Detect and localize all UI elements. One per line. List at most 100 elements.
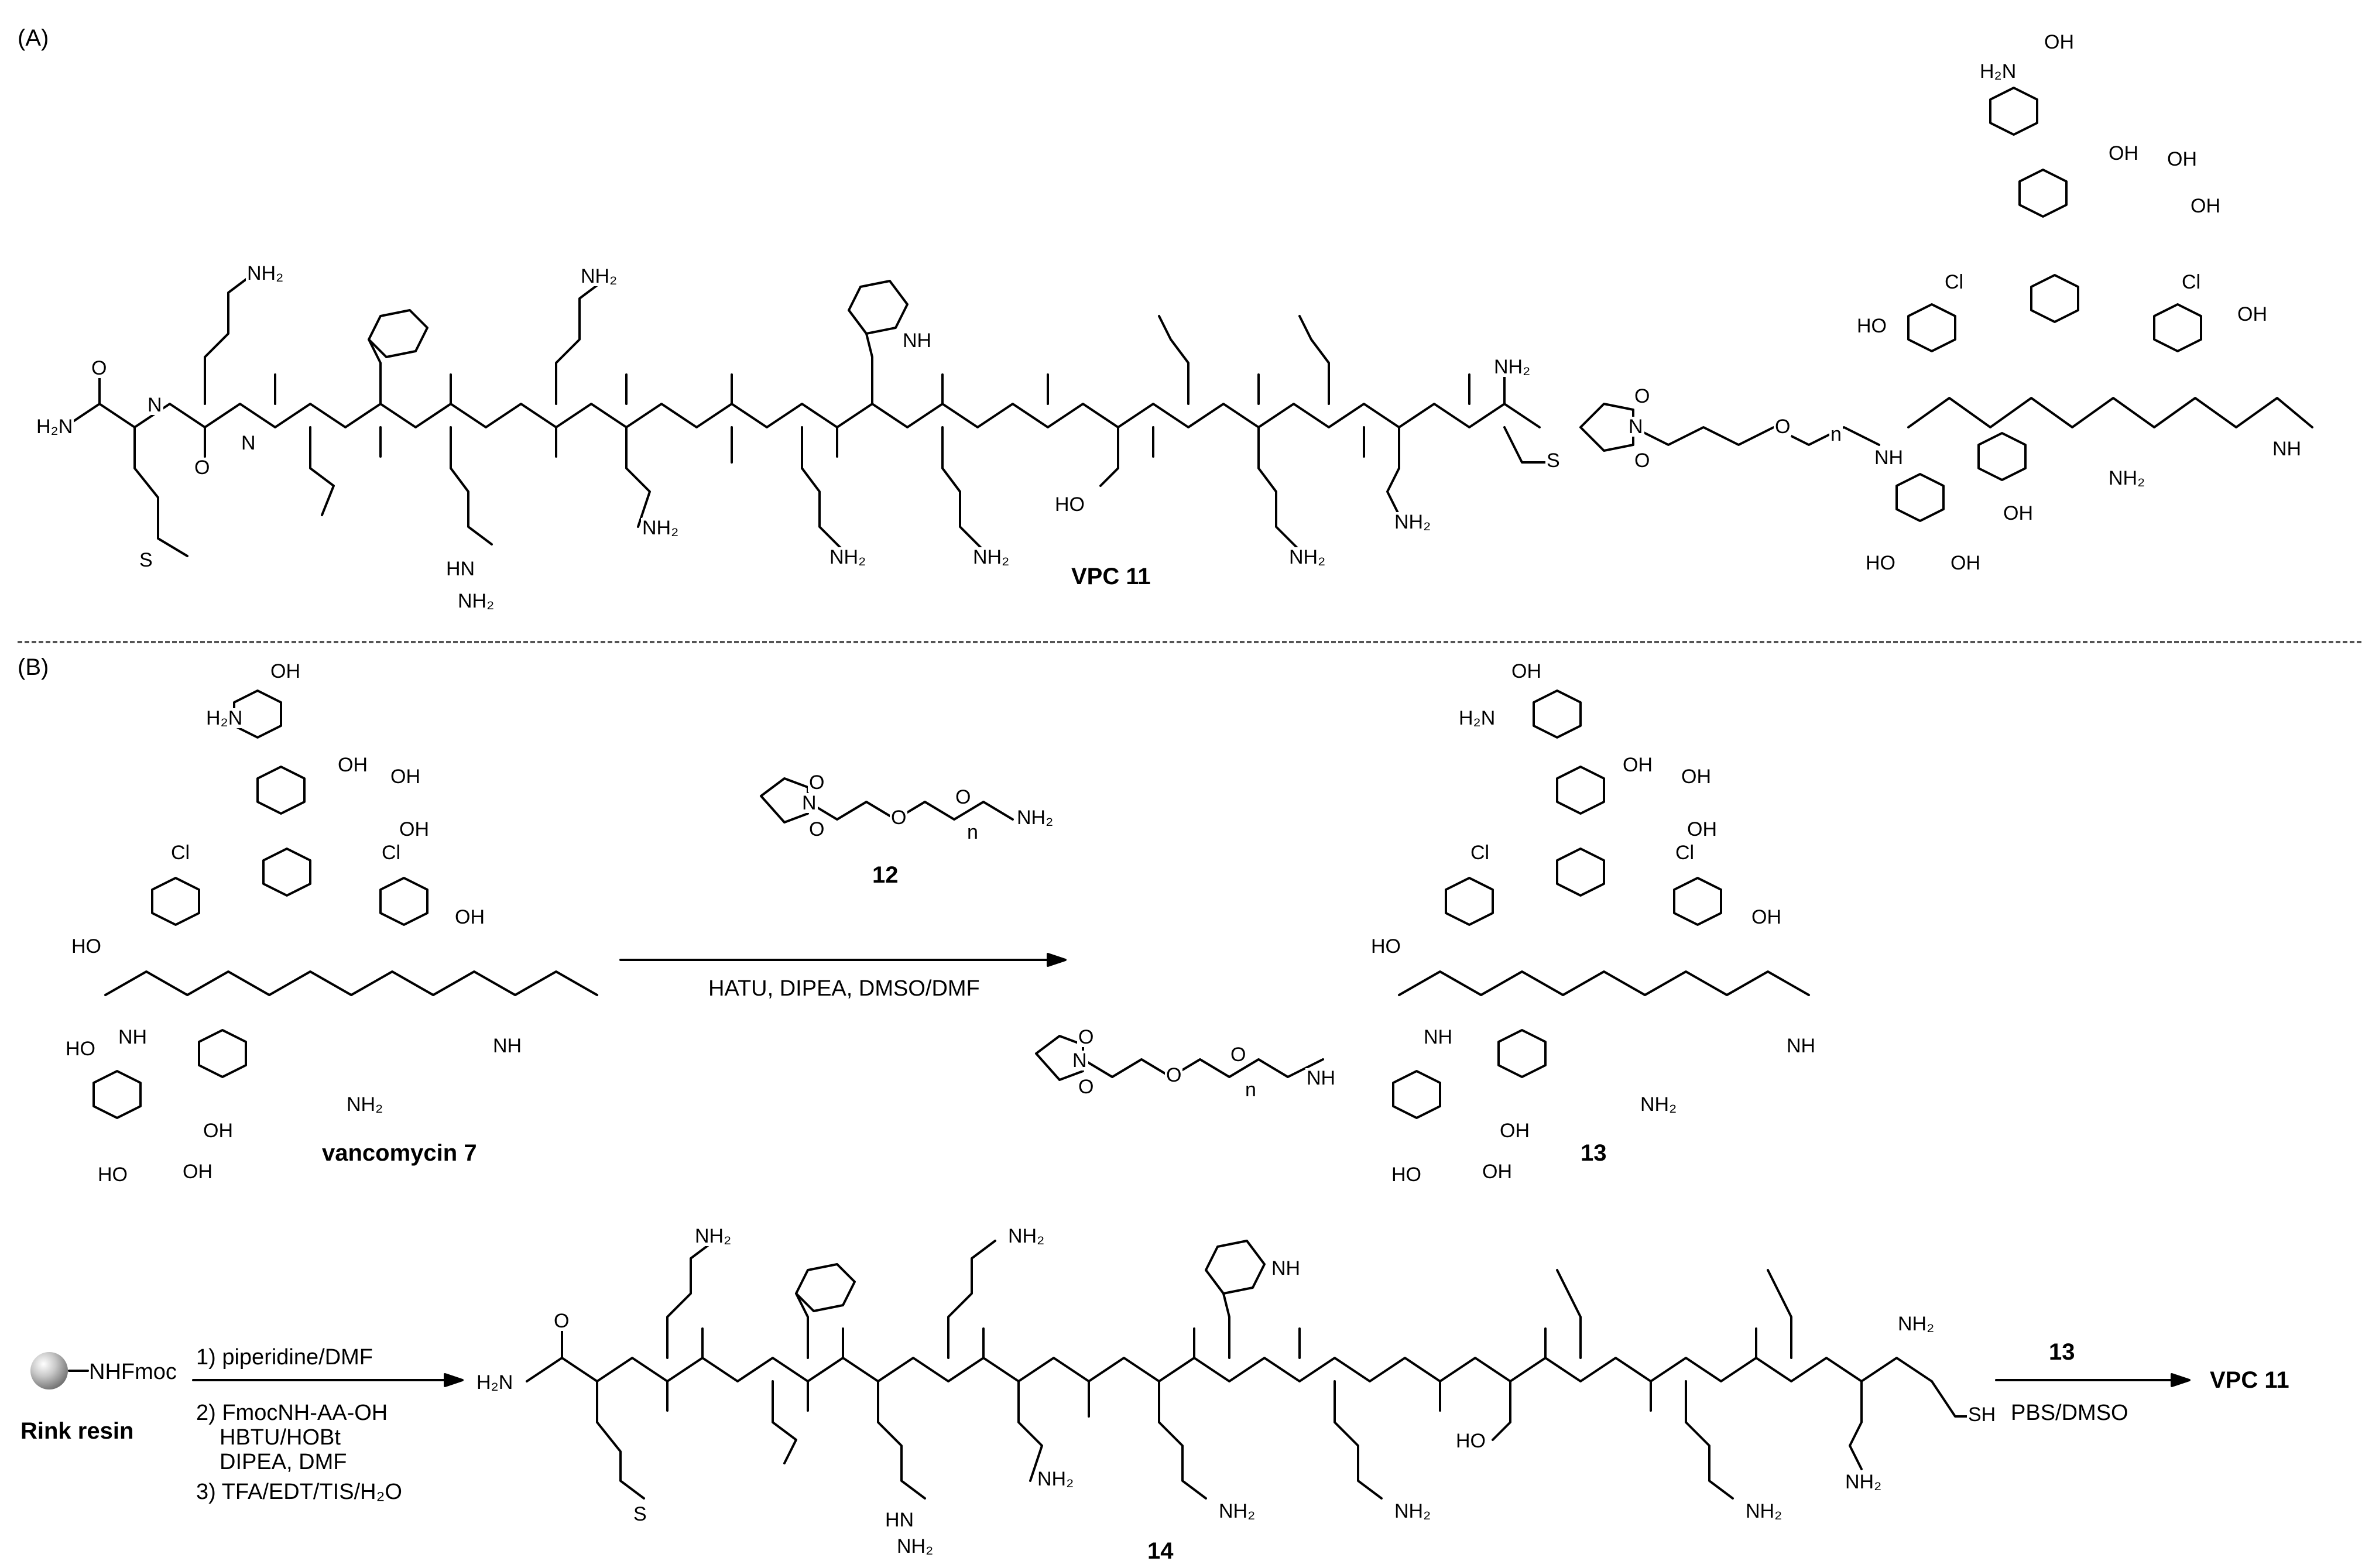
- atom-nh2: NH₂: [972, 546, 1011, 568]
- atom-hooc: HO: [64, 1038, 97, 1060]
- atom-ho: HO: [97, 1164, 129, 1186]
- atom-oh: OH: [1481, 1161, 1513, 1183]
- compound-label-vancomycin: vancomycin 7: [322, 1140, 477, 1166]
- atom-o: O: [1774, 416, 1792, 438]
- atom-o: O: [193, 457, 211, 479]
- atom-nh2: NH₂: [246, 262, 285, 284]
- reaction3-reagent: 13: [2049, 1339, 2075, 1365]
- compound-label-vpc11-product: VPC 11: [2210, 1367, 2289, 1393]
- resin-group-label: NHFmoc: [89, 1360, 177, 1384]
- atom-o: O: [553, 1310, 571, 1332]
- atom-n: N: [1071, 1049, 1088, 1072]
- atom-o: O: [954, 786, 972, 808]
- atom-oh: OH: [269, 660, 301, 682]
- atom-nh: NH: [2271, 438, 2303, 460]
- atom-oh: OH: [398, 818, 430, 840]
- atom-n: N: [801, 792, 818, 814]
- atom-ho: HO: [1856, 315, 1888, 337]
- atom-oh: OH: [1750, 906, 1782, 928]
- reaction2-step3: 3) TFA/EDT/TIS/H₂O: [196, 1480, 402, 1504]
- rink-resin-bead: [30, 1352, 68, 1389]
- atom-nh2: NH₂: [1897, 1313, 1936, 1335]
- atom-o: O: [808, 771, 826, 794]
- atom-oh: OH: [181, 1161, 214, 1183]
- atom-n-sub: n: [966, 821, 979, 843]
- atom-o: O: [90, 357, 108, 379]
- compound-label-vpc11: VPC 11: [1071, 564, 1151, 589]
- reaction1-conditions: HATU, DIPEA, DMSO/DMF: [708, 976, 980, 1001]
- atom-nh2: NH₂: [1393, 511, 1432, 533]
- atom-ho: HO: [1390, 1164, 1422, 1186]
- atom-h2n: H₂N: [475, 1371, 515, 1394]
- atom-h2n: H₂N: [205, 707, 244, 729]
- atom-cl: Cl: [1674, 842, 1696, 864]
- atom-oh: OH: [1949, 552, 1982, 574]
- atom-sh: SH: [1967, 1404, 1997, 1426]
- atom-oh: OH: [2002, 502, 2034, 524]
- atom-n-sub: n: [1244, 1079, 1257, 1101]
- atom-s: S: [1545, 450, 1561, 472]
- atom-ho: HO: [1054, 493, 1086, 516]
- atom-nh: NH: [1873, 447, 1905, 469]
- atom-ho: HO: [70, 935, 102, 958]
- atom-nh2: NH₂: [641, 517, 680, 539]
- atom-oh: OH: [2236, 303, 2268, 325]
- atom-nh2: NH₂: [1007, 1225, 1046, 1247]
- atom-cl: Cl: [380, 842, 402, 864]
- reaction2-step2-line1: 2) FmocNH-AA-OH: [196, 1401, 388, 1425]
- atom-o: O: [1165, 1064, 1183, 1086]
- atom-o: O: [1077, 1026, 1095, 1048]
- atom-nh2: NH₂: [1016, 807, 1055, 829]
- atom-nh2: NH₂: [1218, 1500, 1257, 1522]
- atom-nh: NH: [117, 1026, 149, 1048]
- atom-n: N: [1627, 416, 1644, 438]
- atom-oh: OH: [1510, 660, 1542, 682]
- atom-o: O: [1229, 1044, 1247, 1066]
- atom-nh: NH: [1422, 1026, 1454, 1048]
- atom-oh: OH: [2166, 148, 2198, 170]
- atom-o: O: [808, 818, 826, 840]
- atom-nh2: NH₂: [1844, 1471, 1883, 1493]
- atom-nh2: NH₂: [457, 590, 496, 612]
- atom-oh: OH: [389, 766, 421, 788]
- atom-nh2: NH₂: [1288, 546, 1327, 568]
- atom-ho: HO: [1455, 1430, 1487, 1452]
- atom-nh2: NH₂: [1393, 1500, 1432, 1522]
- atom-nh: NH: [1785, 1035, 1817, 1057]
- atom-nh2: NH₂: [1493, 356, 1532, 378]
- atom-ho: HO: [1370, 935, 1402, 958]
- atom-oh: OH: [202, 1120, 234, 1142]
- atom-cl: Cl: [2181, 271, 2202, 293]
- panel-label-b: (B): [18, 654, 49, 680]
- atom-oh: OH: [2107, 142, 2140, 164]
- panel-divider: [18, 641, 2361, 643]
- atom-nh2: NH₂: [694, 1225, 733, 1247]
- atom-h2n: H₂N: [1979, 60, 2018, 83]
- atom-nh2: NH₂: [580, 265, 619, 287]
- atom-oh: OH: [1499, 1120, 1531, 1142]
- atom-ho: HO: [1864, 552, 1897, 574]
- reaction2-step1: 1) piperidine/DMF: [196, 1345, 373, 1370]
- atom-h2n: H₂N: [1458, 707, 1497, 729]
- reaction2-step2-line3: DIPEA, DMF: [220, 1450, 347, 1474]
- atom-nh: N: [240, 432, 257, 454]
- reaction3-conditions: PBS/DMSO: [2011, 1401, 2128, 1425]
- atom-n-sub: n: [1829, 423, 1843, 445]
- atom-nh2: NH₂: [1036, 1468, 1075, 1490]
- atom-h2n-vpc: H₂N: [35, 416, 74, 438]
- atom-o: O: [1077, 1076, 1095, 1098]
- atom-oh: OH: [2043, 31, 2075, 53]
- atom-hnh: HN: [884, 1509, 916, 1531]
- atom-nh2: NH₂: [2107, 467, 2147, 489]
- panel-label-a: (A): [18, 25, 49, 51]
- atom-cl: Cl: [170, 842, 191, 864]
- atom-oh: OH: [1680, 766, 1712, 788]
- atom-nh: NH: [492, 1035, 523, 1057]
- compound-label-13: 13: [1581, 1140, 1607, 1166]
- atom-cl: Cl: [1943, 271, 1965, 293]
- atom-hnh: HN: [445, 558, 477, 580]
- atom-oh: OH: [454, 906, 486, 928]
- atom-o: O: [1633, 385, 1651, 407]
- atom-s: S: [138, 549, 154, 571]
